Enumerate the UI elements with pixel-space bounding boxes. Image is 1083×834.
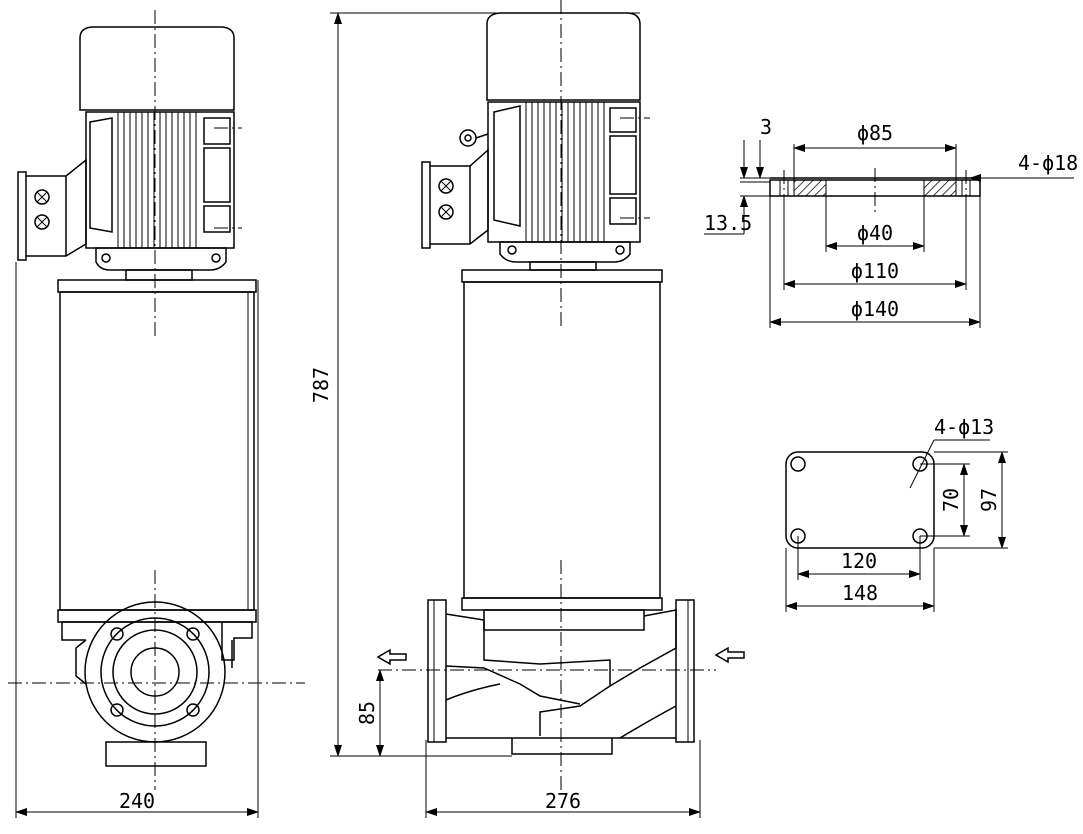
base-width-label: 148 xyxy=(842,581,878,605)
front-width-label: 276 xyxy=(545,789,581,813)
flange-d110-label: ϕ110 xyxy=(851,259,899,283)
flange-d40-label: ϕ40 xyxy=(857,221,893,245)
base-height-label: 97 xyxy=(977,488,1001,512)
base-holes-label: 4-ϕ13 xyxy=(934,415,994,439)
overall-height-label: 787 xyxy=(309,367,333,403)
front-view: 787 85 276 xyxy=(309,0,745,818)
side-width-label: 240 xyxy=(119,789,155,813)
flange-thickness-label: 3 xyxy=(760,115,772,139)
base-hole-spacing-x-label: 120 xyxy=(841,549,877,573)
side-view: 240 xyxy=(8,10,305,818)
base-plate-detail: 4-ϕ13 70 97 120 148 xyxy=(785,415,1008,612)
inlet-height-label: 85 xyxy=(355,701,379,725)
flange-detail: 3 13.5 ϕ85 4-ϕ18 ϕ40 ϕ110 ϕ140 xyxy=(704,115,1078,328)
flange-holes-label: 4-ϕ18 xyxy=(1018,151,1078,175)
flange-d85-label: ϕ85 xyxy=(857,121,893,145)
flange-d140-label: ϕ140 xyxy=(851,297,899,321)
flange-face-label: 13.5 xyxy=(704,211,752,235)
base-hole-spacing-y-label: 70 xyxy=(939,488,963,512)
